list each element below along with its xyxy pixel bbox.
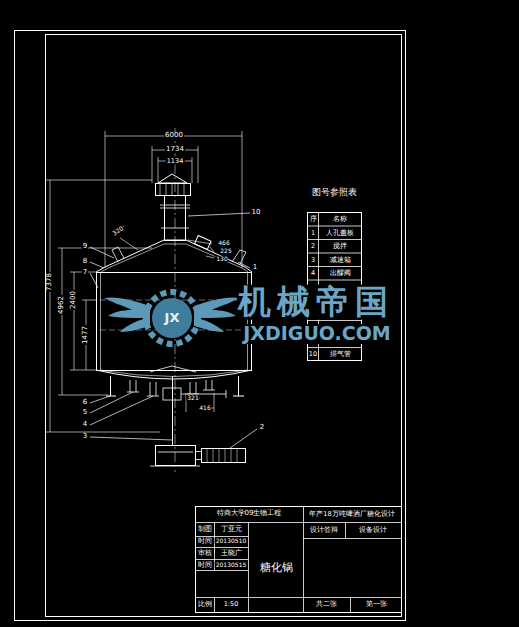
dimension: 6000 xyxy=(164,132,184,139)
callout-number: 10 xyxy=(251,209,262,216)
vessel-bottom xyxy=(96,370,252,379)
table-cell: 排气管 xyxy=(329,351,352,358)
table-cell: 4 xyxy=(310,270,316,277)
dimension: 416 xyxy=(198,405,211,411)
callout-number: 7 xyxy=(82,269,88,276)
title-block-cell: 审核 xyxy=(197,550,213,557)
callout-number: 9 xyxy=(82,243,88,250)
callout-number: 3 xyxy=(82,433,88,440)
title-block-cell: 1:50 xyxy=(223,601,240,608)
title-block-cell: 比例 xyxy=(197,601,213,608)
callout-number: 5 xyxy=(82,409,88,416)
title-block-cell: 丁亚元 xyxy=(220,526,243,533)
callout-number: 8 xyxy=(82,258,88,265)
stack-cap xyxy=(158,174,187,183)
inner-frame xyxy=(46,35,402,617)
motor xyxy=(202,449,246,463)
table-cell: 名称 xyxy=(332,216,348,223)
dimension: 320 xyxy=(111,225,126,238)
title-block xyxy=(196,507,402,613)
table-row-line xyxy=(307,239,362,240)
dimension: 321 xyxy=(186,395,199,401)
title-block-cell: 特商大学09生物工程 xyxy=(216,510,283,517)
dimension: 1477 xyxy=(82,325,89,345)
gearbox xyxy=(156,446,196,466)
title-block-cell: 第一张 xyxy=(365,601,388,608)
outer-frame xyxy=(15,31,406,621)
title-block-cell: 时间 xyxy=(197,538,213,545)
drawing-title: 糖化锅 xyxy=(259,562,294,574)
table-cell: 人孔盖板 xyxy=(325,229,355,236)
watermark: JX xyxy=(164,311,181,325)
table-cell: 减速箱 xyxy=(329,256,352,263)
dimension: 4962 xyxy=(58,295,65,315)
table-row-line xyxy=(307,226,362,227)
title-block-cell: 年产18万吨啤酒厂糖化设计 xyxy=(308,511,395,518)
watermark: 机械帝国 xyxy=(237,285,395,320)
title-block-cell: 20130515 xyxy=(215,562,248,568)
title-block-cell: 制图 xyxy=(197,526,213,533)
watermark-logo xyxy=(104,292,240,344)
table-cell: 3 xyxy=(310,256,316,263)
table-title: 图号参照表 xyxy=(311,188,358,197)
callout-number: 2 xyxy=(259,424,265,431)
title-block-cell: 时间 xyxy=(197,562,213,569)
dimension: 466 xyxy=(217,240,230,246)
table-cell: 出醪阀 xyxy=(329,270,352,277)
title-block-cell: 设备设计 xyxy=(358,527,388,534)
dimension: 1734 xyxy=(165,146,185,153)
table-row-line xyxy=(307,280,362,281)
dimension: 2400 xyxy=(70,290,77,310)
title-block-cell: 共二张 xyxy=(315,601,338,608)
table-row-line xyxy=(307,347,362,348)
table-row-line xyxy=(307,320,362,321)
title-block-cell: 设计答辩 xyxy=(309,527,339,534)
title-block-cell: 王晓广 xyxy=(220,550,243,557)
dimension: 1134 xyxy=(166,158,185,165)
vessel-dome xyxy=(96,240,252,272)
title-block-cell: 20130510 xyxy=(215,538,248,544)
dimension: 7378 xyxy=(46,272,53,292)
table-cell: 2 xyxy=(310,243,316,250)
callout-number: 1 xyxy=(252,264,258,271)
vessel-body xyxy=(97,273,252,371)
table-cell: 序 xyxy=(309,216,318,223)
stack-head xyxy=(156,184,191,196)
table-cell: 10 xyxy=(308,351,318,358)
table-row-line xyxy=(307,266,362,267)
table-cell: 1 xyxy=(310,229,316,236)
dimension: 130 xyxy=(215,256,228,262)
table-cell: 搅拌 xyxy=(332,243,348,250)
callout-number: 4 xyxy=(82,421,88,428)
watermark: JXDIGUO.COM xyxy=(242,324,392,344)
table-row-line xyxy=(307,253,362,254)
agitator-shaft xyxy=(172,376,173,446)
dimension: 225 xyxy=(219,248,232,254)
callout-number: 6 xyxy=(82,399,88,406)
